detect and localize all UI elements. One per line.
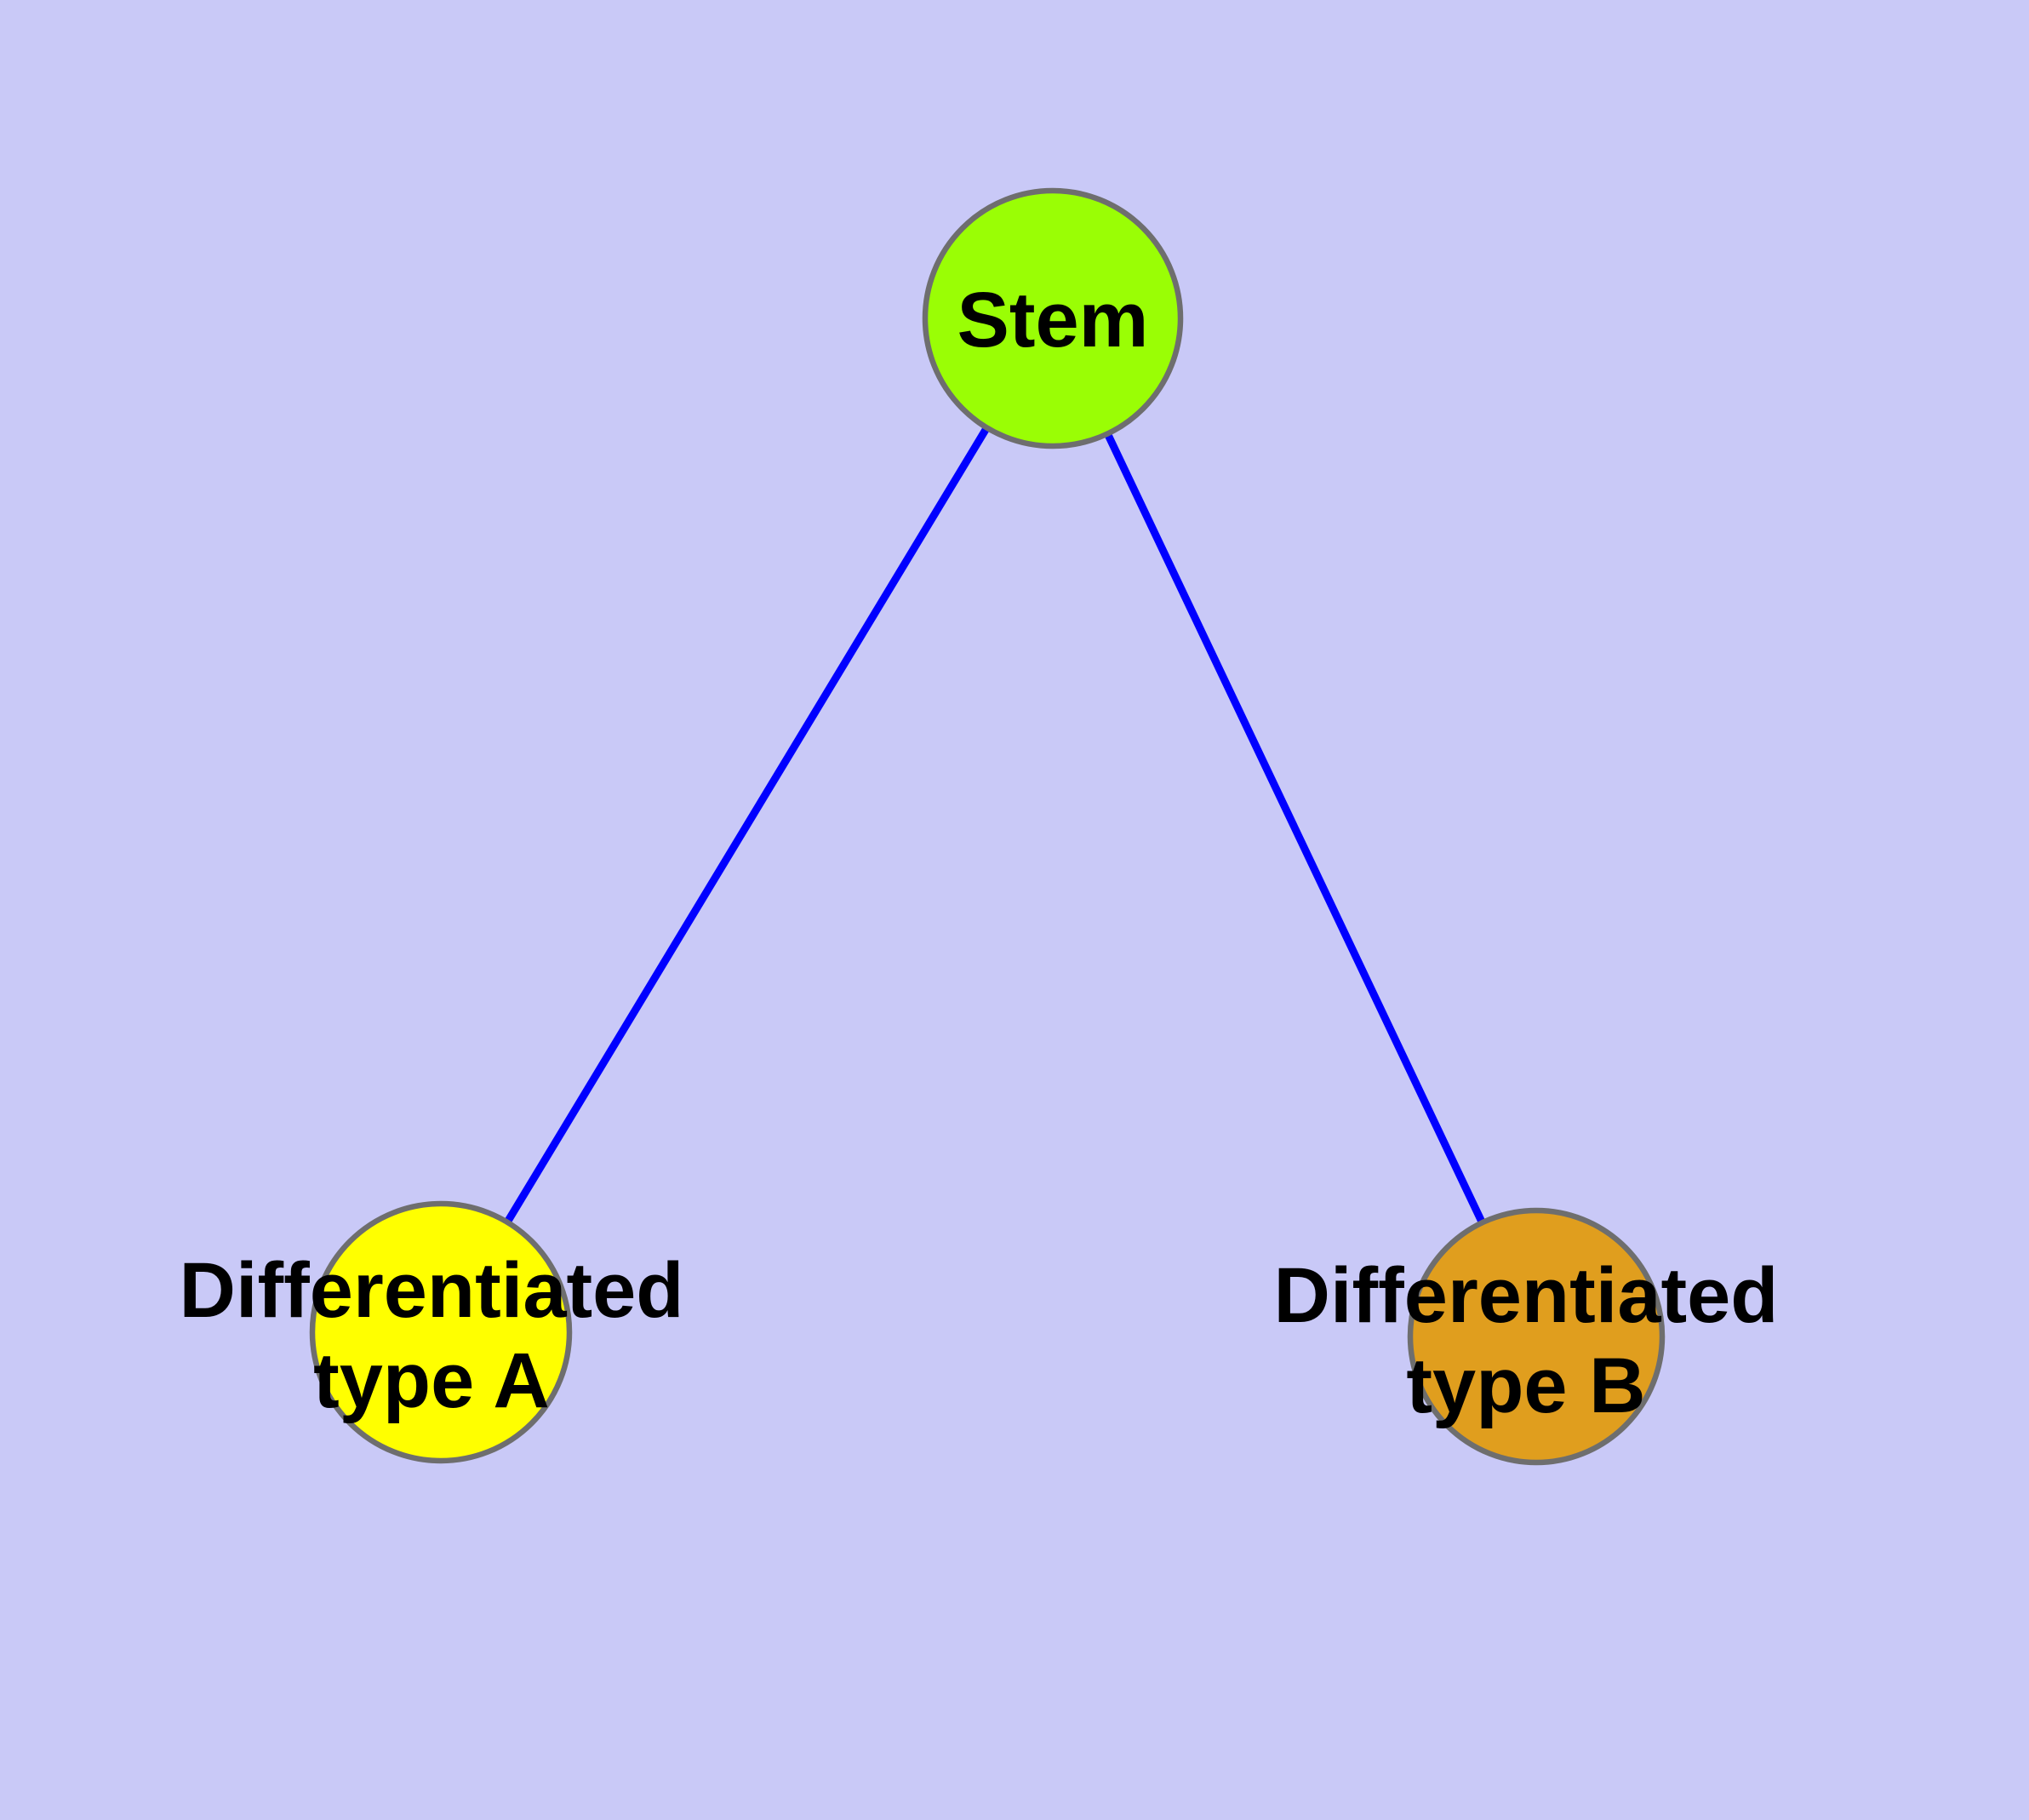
node-stem xyxy=(922,187,1184,449)
edge-stem-to-type-b xyxy=(1049,317,1540,1338)
node-differentiated-type-a xyxy=(309,1200,573,1464)
node-differentiated-type-b xyxy=(1407,1207,1666,1466)
edge-stem-to-type-a xyxy=(437,316,1056,1335)
node-type-a-label-line2: type A xyxy=(313,1337,550,1424)
node-type-b-label-line1: Differentiated xyxy=(1274,1252,1779,1339)
node-type-b-label-line2: type B xyxy=(1406,1342,1645,1429)
node-type-a-label-line1: Differentiated xyxy=(180,1247,684,1334)
node-stem-label: Stem xyxy=(957,277,1149,363)
